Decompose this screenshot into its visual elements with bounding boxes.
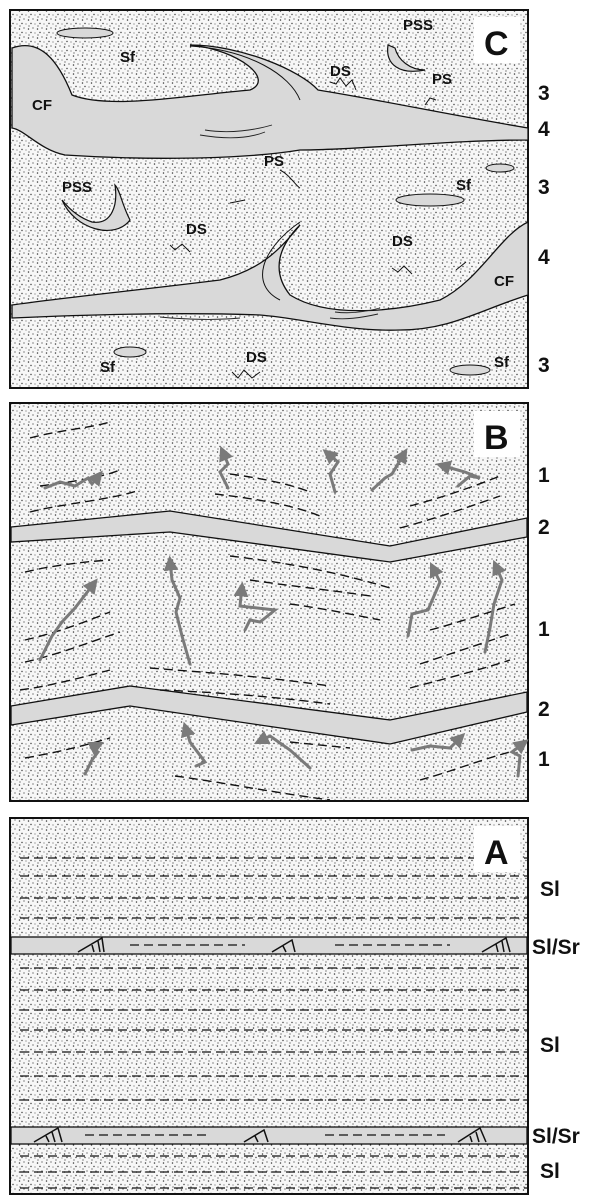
c-sf-lens-right	[395, 193, 465, 207]
b-badge-box	[474, 411, 520, 457]
c-upper-fine-layer	[11, 44, 529, 159]
c-lower-fine-layer	[11, 220, 529, 331]
c-label-cf-left: CF	[32, 97, 52, 114]
b-side-label-2: 2	[538, 516, 550, 539]
c-label-pss-left: PSS	[62, 179, 92, 196]
a-side-label-5: Sl	[540, 1160, 560, 1183]
panel-c-badge: C	[484, 25, 509, 63]
c-label-ps-mid: PS	[264, 153, 284, 170]
c-side-label-4: 4	[538, 246, 550, 269]
b-side-label-4: 2	[538, 698, 550, 721]
c-pss-left	[61, 183, 131, 231]
c-label-ds-mid: DS	[392, 233, 413, 250]
c-side-label-2: 4	[538, 118, 550, 141]
panel-a-badge: A	[484, 834, 509, 872]
c-label-sf-top: Sf	[120, 49, 136, 66]
c-sf-lens-top	[56, 27, 114, 39]
a-side-label-4: Sl/Sr	[532, 1125, 580, 1148]
c-label-sf-bottom-right: Sf	[494, 354, 510, 371]
c-sf-lens-bottom-left	[113, 346, 147, 358]
c-label-cf-right: CF	[494, 273, 514, 290]
panel-b: B 1 2 1 2 1	[9, 402, 550, 802]
panel-b-badge: B	[484, 419, 509, 457]
panel-a: A Sl Sl/Sr Sl Sl/Sr Sl	[9, 817, 580, 1195]
c-label-sf-bottom-left: Sf	[100, 359, 116, 376]
a-ripple-layer-lower	[10, 1126, 528, 1145]
c-label-ds-top: DS	[330, 63, 351, 80]
a-ripple-layer-upper	[10, 936, 528, 955]
c-label-pss-top: PSS	[403, 17, 433, 34]
c-label-sf-right: Sf	[456, 177, 472, 194]
a-badge-box	[474, 826, 520, 872]
panel-b-frame	[9, 402, 529, 802]
a-side-label-3: Sl	[540, 1034, 560, 1057]
b-side-label-1: 1	[538, 464, 550, 487]
c-badge-box	[474, 17, 520, 63]
c-side-label-1: 3	[538, 82, 550, 105]
b-side-label-5: 1	[538, 748, 550, 771]
c-side-label-5: 3	[538, 354, 550, 377]
c-label-ps-right: PS	[432, 71, 452, 88]
c-sf-lens-bottom-right	[449, 364, 491, 376]
a-side-label-1: Sl	[540, 878, 560, 901]
c-label-ds-left: DS	[186, 221, 207, 238]
c-side-label-3: 3	[538, 176, 550, 199]
b-fine-layer-lower	[10, 685, 528, 745]
c-label-ds-bottom: DS	[246, 349, 267, 366]
b-fine-layer-upper	[10, 510, 528, 563]
a-side-label-2: Sl/Sr	[532, 936, 580, 959]
panel-c: PSS PS Sf DS CF PS PSS Sf DS DS CF Sf DS…	[9, 9, 550, 389]
c-pss-top	[387, 44, 426, 72]
b-side-label-3: 1	[538, 618, 550, 641]
